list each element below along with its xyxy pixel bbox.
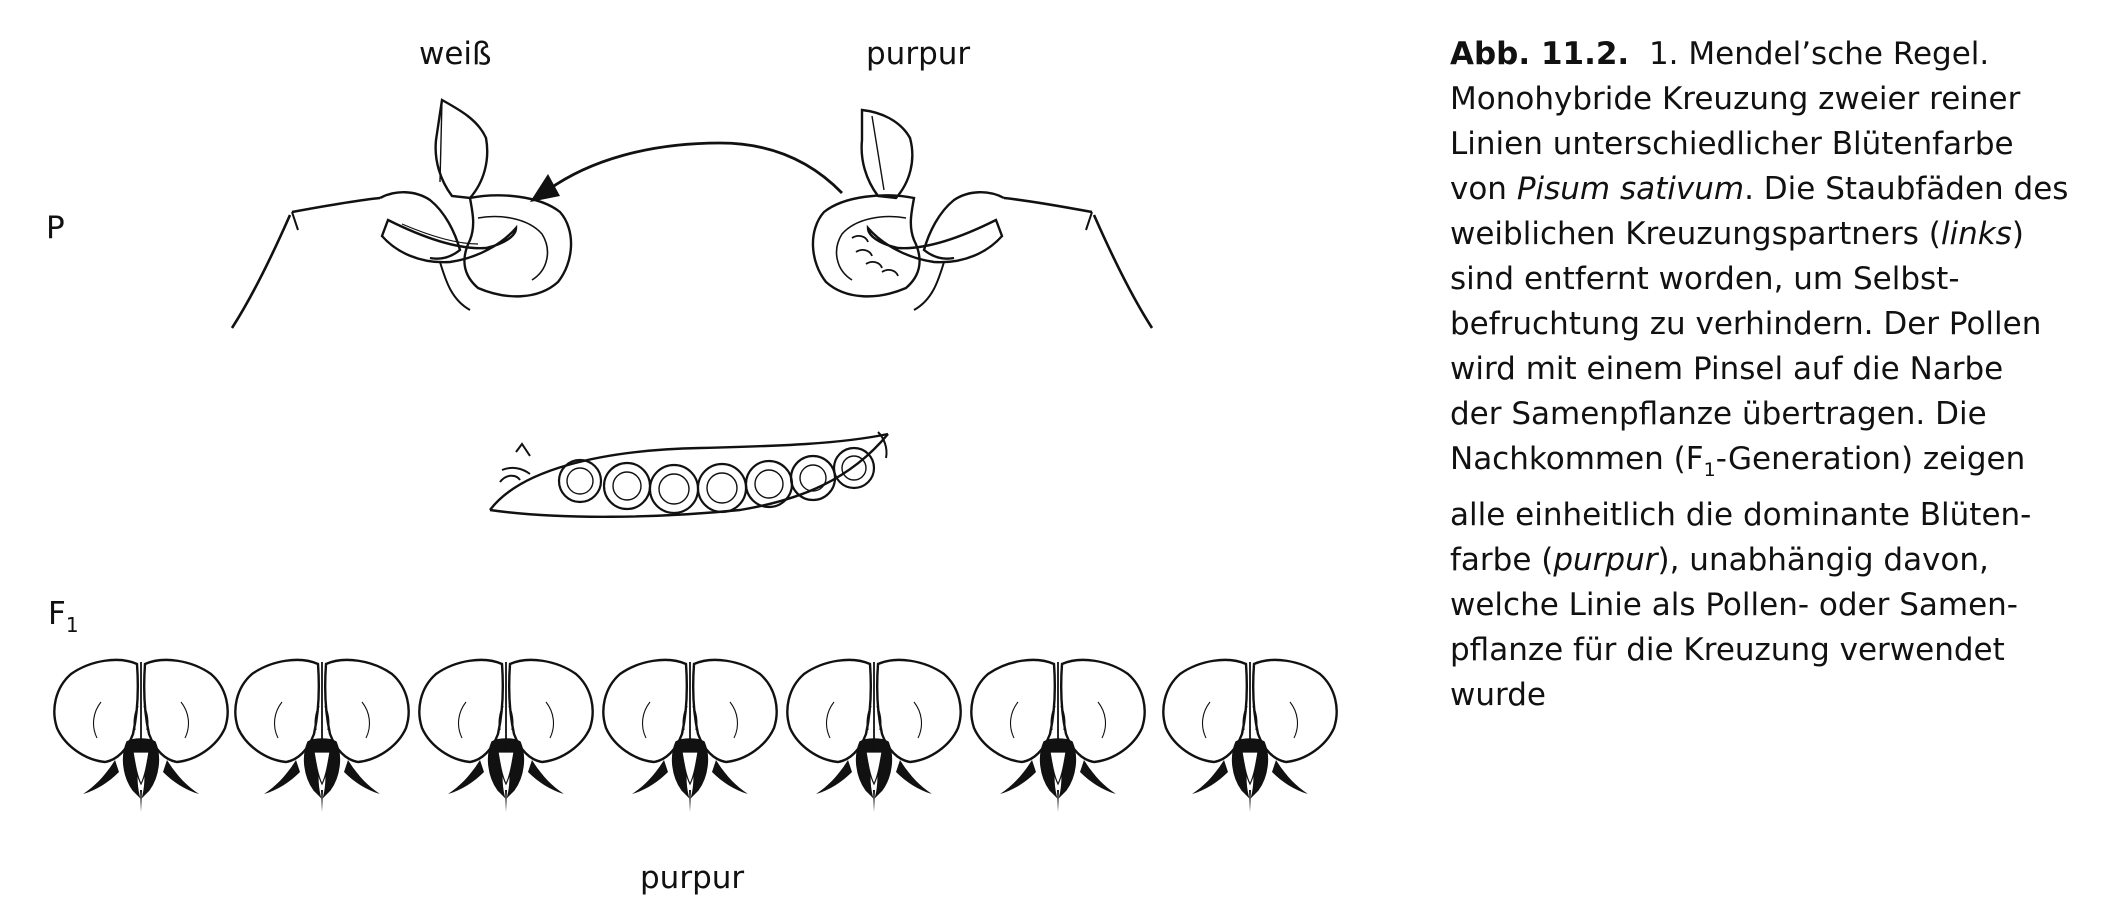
label-f1-subscript: 1 <box>65 613 79 637</box>
caption-line-13: welche Linie als Pollen- oder Samen- <box>1450 587 2018 623</box>
caption-line-14: pflanze für die Kreuzung verwendet <box>1450 632 2005 668</box>
caption-line-7: befruchtung zu verhindern. Der Pollen <box>1450 306 2042 342</box>
f1-flower-6 <box>970 658 1146 814</box>
label-generation-f1: F1 <box>48 596 79 637</box>
caption-species: Pisum sativum <box>1516 171 1745 207</box>
caption-line-3: Linien unterschiedlicher Blütenfarbe <box>1450 126 2014 162</box>
caption-line-4: von Pisum sativum. Die Staubfäden des <box>1450 167 2090 212</box>
caption-line-10: Nachkommen (F1-Generation) zeigen <box>1450 437 2090 493</box>
caption-line-9: der Samenpflanze übertragen. Die <box>1450 396 1987 432</box>
pea <box>602 461 652 511</box>
caption-text: -Generation) zeigen <box>1715 441 2026 477</box>
mendel-cross-figure: weiß purpur P F1 purpur <box>46 36 1338 896</box>
pea <box>696 462 748 514</box>
caption-title: Abb. 11.2. <box>1450 36 1630 72</box>
label-f1-letter: F <box>48 596 66 632</box>
pollen-transfer-arrow <box>530 141 844 202</box>
label-generation-p: P <box>46 210 65 246</box>
label-purple-parent: purpur <box>866 36 971 72</box>
caption-line-8: wird mit einem Pinsel auf die Narbe <box>1450 351 2004 387</box>
pea <box>557 458 603 504</box>
figure-caption: Abb. 11.2. 1. Mendel’sche Regel. Monohyb… <box>1450 32 2090 718</box>
pea <box>789 454 837 502</box>
caption-text: von <box>1450 171 1517 207</box>
parent-flower-purple <box>811 108 1154 329</box>
caption-line-6: sind entfernt worden, um Selbst- <box>1450 261 1960 297</box>
caption-text: 1. Mendel’sche Regel. <box>1648 36 1990 72</box>
pea <box>832 446 876 490</box>
caption-emphasis: links <box>1940 216 2012 252</box>
caption-text: ) <box>2011 216 2024 252</box>
caption-line-15: wurde <box>1450 677 1546 713</box>
caption-line-5: weiblichen Kreuzungspartners (links) <box>1450 212 2090 257</box>
label-white: weiß <box>419 36 492 72</box>
f1-flower-7 <box>1162 658 1338 814</box>
f1-flower-3 <box>418 658 594 814</box>
f1-flower-4 <box>602 658 778 814</box>
caption-text: ), unabhängig davon, <box>1657 542 1989 578</box>
caption-line-11: alle einheitlich die dominante Blüten- <box>1450 497 2032 533</box>
caption-text: . Die Staubfäden des <box>1744 171 2069 207</box>
caption-text: Nachkommen (F <box>1450 441 1704 477</box>
pea <box>648 463 700 515</box>
pea-pod <box>489 431 889 518</box>
f1-flowers <box>53 658 1338 814</box>
f1-flower-2 <box>234 658 410 814</box>
label-purple-offspring: purpur <box>640 860 745 896</box>
caption-line-1: Abb. 11.2. 1. Mendel’sche Regel. <box>1450 32 2090 77</box>
parent-flower-white <box>230 98 573 329</box>
caption-text: weiblichen Kreuzungspartners ( <box>1450 216 1941 252</box>
caption-line-12: farbe (purpur), unabhängig davon, <box>1450 538 2090 583</box>
caption-line-2: Monohybride Kreuzung zweier reiner <box>1450 81 2021 117</box>
caption-emphasis: purpur <box>1553 542 1658 578</box>
figure-artwork <box>53 98 1338 814</box>
pea <box>744 459 794 509</box>
caption-subscript: 1 <box>1703 459 1716 481</box>
f1-flower-5 <box>786 658 962 814</box>
f1-flower-1 <box>53 658 229 814</box>
caption-text: farbe ( <box>1450 542 1554 578</box>
